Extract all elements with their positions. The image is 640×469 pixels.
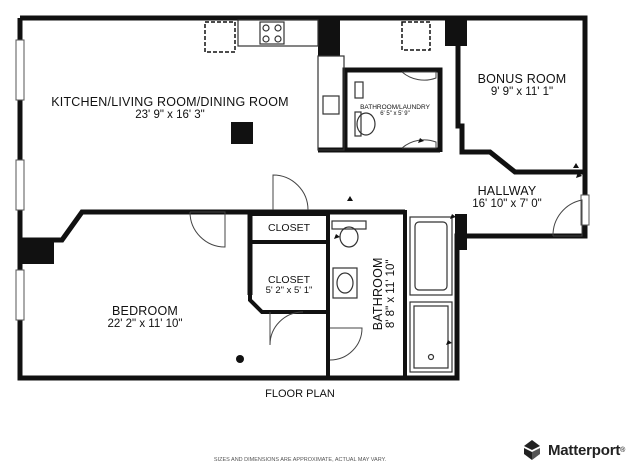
closet-2-wall — [248, 242, 330, 314]
window — [580, 194, 590, 226]
brand-name: Matterport — [548, 441, 621, 459]
pillar-kitchen — [231, 122, 253, 144]
bonus-room-label: BONUS ROOM 9' 9" x 11' 1" — [462, 72, 582, 100]
bedroom-top-wall — [22, 209, 405, 243]
closet-2-label: CLOSET 5' 2" x 5' 1" — [252, 274, 326, 297]
room-name: HALLWAY — [477, 184, 537, 198]
kitchen-side-counter — [317, 55, 345, 151]
door-kitchen — [272, 174, 309, 211]
laundry-label: BATHROOM/LAUNDRY 6' 5" x 5' 9" — [353, 104, 437, 118]
door-laundry-top — [401, 71, 437, 81]
bathtub — [409, 216, 453, 296]
room-dims: 16' 10" x 7' 0" — [472, 198, 542, 211]
room-name: CLOSET — [267, 274, 310, 286]
disclaimer: SIZES AND DIMENSIONS ARE APPROXIMATE, AC… — [213, 457, 387, 463]
room-name: BEDROOM — [112, 304, 178, 318]
bathroom-wall — [328, 210, 407, 378]
pillar-bedroom — [20, 240, 54, 264]
stove — [259, 21, 285, 45]
door-bathroom — [329, 327, 363, 361]
room-dims: 5' 2" x 5' 1" — [265, 285, 313, 297]
room-name: BATHROOM/LAUNDRY — [360, 104, 430, 111]
pillar-bonus — [445, 18, 467, 46]
door-closet — [269, 311, 304, 346]
toilet-tank — [331, 220, 367, 230]
kitchen-label: KITCHEN/LIVING ROOM/DINING ROOM 23' 9" x… — [40, 95, 300, 123]
door-laundry-bottom — [401, 139, 437, 149]
door-bedroom — [189, 211, 226, 248]
closet-1-wall — [248, 212, 330, 244]
room-dims: 6' 5" x 5' 9" — [380, 111, 410, 118]
brand-mark: ® — [620, 446, 626, 454]
room-dims: 9' 9" x 11' 1" — [490, 86, 554, 99]
closet-1-label: CLOSET — [252, 222, 326, 234]
floor-marker — [236, 355, 244, 363]
room-name: BONUS ROOM — [477, 72, 567, 86]
sink — [322, 95, 340, 115]
room-name: BATHROOM — [371, 257, 386, 331]
kitchen-counter — [237, 19, 319, 47]
matterport-logo-icon — [524, 440, 540, 460]
matterport-brand: Matterport® — [520, 437, 625, 463]
room-name: CLOSET — [267, 222, 310, 234]
window — [15, 39, 25, 101]
window — [15, 159, 25, 211]
laundry-toilet-tank — [354, 81, 364, 99]
shower — [409, 301, 453, 373]
toilet-bowl — [339, 226, 359, 248]
bedroom-label: BEDROOM 22' 2" x 11' 10" — [70, 304, 220, 332]
bathroom-label: BATHROOM 8' 8" x 11' 10" — [371, 239, 399, 349]
fridge-outline — [204, 21, 236, 53]
laundry-toilet — [356, 112, 376, 136]
room-dims: 22' 2" x 11' 10" — [107, 318, 183, 331]
pillar-hallway — [455, 214, 467, 250]
pillar-top — [318, 18, 340, 56]
bonus-room-wall — [455, 20, 585, 175]
room-name: KITCHEN/LIVING ROOM/DINING ROOM — [51, 95, 289, 109]
floor-plan-caption: FLOOR PLAN — [265, 388, 335, 400]
washer-outline — [401, 21, 431, 51]
room-dims: 23' 9" x 16' 3" — [135, 109, 205, 122]
bath-sink — [332, 267, 358, 299]
door-hallway — [552, 199, 583, 237]
window — [15, 269, 25, 321]
room-dims: 8' 8" x 11' 10" — [385, 259, 398, 329]
hallway-label: HALLWAY 16' 10" x 7' 0" — [452, 184, 562, 212]
